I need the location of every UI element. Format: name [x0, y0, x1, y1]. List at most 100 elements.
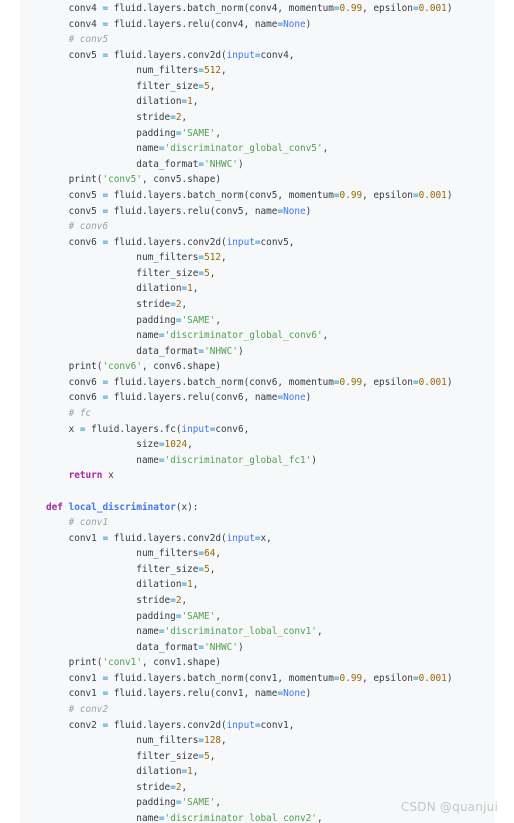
- code-builtin: None: [283, 18, 306, 30]
- code-text: [46, 704, 69, 715]
- code-number: 5: [204, 267, 210, 279]
- code-string: 'discriminator_lobal_conv1': [164, 626, 317, 638]
- code-operator: =: [102, 719, 109, 731]
- code-lines: conv4 = fluid.layers.batch_norm(conv4, m…: [46, 1, 452, 823]
- code-text: conv4: [46, 3, 103, 14]
- code-number: 2: [175, 781, 182, 793]
- code-line: dilation=1,: [46, 577, 452, 593]
- code-text: ): [311, 454, 317, 466]
- code-operator: =: [198, 267, 205, 279]
- code-text: fluid.layers.batch_norm(conv4, momentum: [108, 3, 334, 14]
- code-text: ,: [181, 594, 188, 606]
- code-line: conv5 = fluid.layers.batch_norm(conv5, m…: [46, 188, 453, 204]
- code-builtin: input: [226, 532, 255, 544]
- code-string: 'conv1': [102, 657, 142, 669]
- code-text: conv6: [46, 236, 103, 248]
- code-operator: =: [198, 563, 205, 575]
- code-line: stride=2,: [46, 110, 452, 126]
- code-string: 'discriminator_global_conv6': [164, 330, 323, 342]
- code-text: ,: [221, 252, 227, 264]
- code-line: padding='SAME',: [46, 609, 452, 625]
- code-line: name='discriminator_global_conv6',: [46, 328, 452, 344]
- code-text: ,: [181, 298, 188, 310]
- code-text: ,: [181, 112, 188, 124]
- code-text: num_filters: [46, 65, 199, 77]
- code-text: fluid.layers.conv2d(: [108, 236, 227, 248]
- code-text: ,: [192, 96, 199, 108]
- code-builtin: None: [283, 205, 306, 217]
- code-operator: =: [412, 189, 419, 201]
- code-builtin: None: [283, 392, 306, 404]
- code-text: data_format: [46, 641, 199, 653]
- code-text: print(: [46, 657, 103, 669]
- code-number: 0.001: [418, 672, 447, 684]
- code-operator: =: [170, 298, 176, 310]
- code-line: conv2 = fluid.layers.conv2d(input=conv1,: [46, 718, 452, 734]
- code-line: conv5 = fluid.layers.conv2d(input=conv4,: [46, 48, 452, 64]
- code-line: num_filters=128,: [46, 733, 452, 749]
- code-comment: # conv2: [68, 704, 109, 716]
- code-operator: =: [102, 376, 109, 388]
- code-operator: =: [198, 345, 205, 357]
- code-text: conv6: [46, 392, 103, 404]
- code-number: 5: [204, 563, 210, 575]
- code-text: conv5,: [260, 236, 295, 248]
- code-line: dilation=1,: [46, 764, 452, 780]
- code-text: ,: [322, 330, 329, 342]
- code-operator: =: [102, 532, 109, 544]
- code-text: conv4: [46, 18, 103, 30]
- code-operator: =: [170, 112, 176, 124]
- code-text: conv2: [46, 719, 103, 731]
- code-text: ,: [316, 813, 323, 823]
- code-text: , conv5.shape): [141, 174, 221, 186]
- code-number: 0.001: [418, 3, 447, 14]
- code-line: data_format='NHWC'): [46, 640, 452, 656]
- code-number: 1: [187, 283, 193, 295]
- code-text: fluid.layers.batch_norm(conv6, momentum: [108, 376, 334, 388]
- code-number: 5: [204, 80, 210, 92]
- code-text: [46, 517, 69, 528]
- code-text: ): [305, 392, 312, 404]
- code-operator: =: [175, 314, 182, 326]
- code-line: name='discriminator_lobal_conv1',: [46, 624, 452, 640]
- code-line: conv5 = fluid.layers.relu(conv5, name=No…: [46, 204, 452, 220]
- code-text: fluid.layers.batch_norm(conv5, momentum: [108, 189, 334, 201]
- code-operator: =: [102, 236, 109, 248]
- code-text: padding: [46, 314, 176, 326]
- code-operator: =: [198, 252, 205, 264]
- code-text: dilation: [46, 283, 182, 295]
- code-number: 0.99: [339, 376, 363, 388]
- code-builtin: input: [181, 423, 210, 435]
- code-text: data_format: [46, 158, 199, 170]
- code-line: filter_size=5,: [46, 79, 452, 95]
- code-line: [46, 484, 452, 500]
- code-text: padding: [46, 610, 176, 622]
- code-text: , epsilon: [362, 189, 413, 201]
- code-number: 128: [204, 735, 221, 747]
- code-line: # conv5: [46, 32, 452, 48]
- code-text: name: [46, 330, 159, 342]
- code-operator: =: [198, 641, 205, 653]
- code-line: padding='SAME',: [46, 126, 452, 142]
- code-line: # conv1: [46, 515, 452, 531]
- code-builtin: input: [226, 719, 255, 731]
- code-string: 'NHWC': [204, 158, 238, 170]
- code-number: 1: [187, 96, 193, 108]
- code-text: ,: [322, 143, 329, 155]
- code-operator: =: [254, 532, 261, 544]
- code-operator: =: [254, 236, 261, 248]
- code-line: conv1 = fluid.layers.relu(conv1, name=No…: [46, 686, 452, 702]
- code-text: stride: [46, 781, 171, 793]
- code-text: filter_size: [46, 750, 199, 762]
- code-text: conv1,: [260, 719, 295, 731]
- code-text: stride: [46, 112, 171, 124]
- code-operator: =: [277, 18, 284, 30]
- code-text: [46, 34, 69, 45]
- code-text: conv1: [46, 532, 103, 544]
- code-string: 'SAME': [181, 314, 216, 326]
- code-line: conv6 = fluid.layers.relu(conv6, name=No…: [46, 390, 452, 406]
- code-string: 'SAME': [181, 610, 216, 622]
- code-text: conv1: [46, 688, 103, 700]
- code-text: ): [237, 641, 244, 653]
- code-number: 5: [204, 750, 210, 762]
